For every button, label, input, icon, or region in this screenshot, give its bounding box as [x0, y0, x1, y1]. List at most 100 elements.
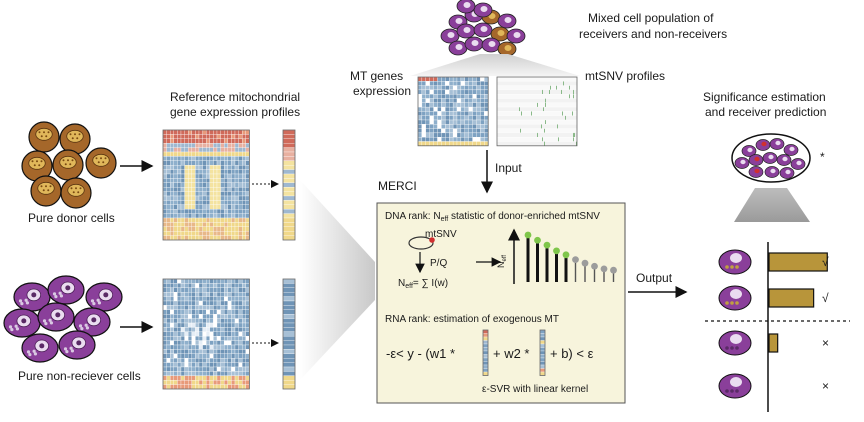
- merci-label: MERCI: [378, 179, 417, 193]
- dish-cell: [776, 154, 792, 166]
- output-label: Output: [636, 271, 673, 285]
- non-receiver-cell: [3, 308, 41, 338]
- neff-bar-dot: [572, 256, 579, 264]
- non-receiver-cells-cluster: [3, 275, 123, 363]
- mtsnv-dot: [429, 237, 435, 243]
- neff-formula: Neff= ∑ I(w): [398, 278, 448, 290]
- left-funnel: [300, 180, 375, 380]
- dish-cell: [779, 167, 795, 179]
- mt-genes-heatmap: [417, 76, 489, 147]
- input-label: Input: [495, 161, 522, 175]
- non-receiver-cell: [21, 333, 59, 363]
- neff-bar-dot: [591, 262, 598, 270]
- mtsnv-profiles-heatmap: [496, 76, 578, 147]
- neff-bar-dot: [543, 241, 551, 249]
- prediction-bar: [768, 288, 815, 308]
- formula-part3: + b) < ε: [550, 346, 594, 361]
- prediction-mark: √: [822, 291, 829, 305]
- non-receiver-cell: [85, 282, 123, 312]
- top-funnel: [410, 54, 580, 76]
- merci-box: [376, 202, 626, 404]
- non-receiver-cell: [37, 302, 75, 332]
- donor-cell: [21, 150, 53, 182]
- mixed-cell: [456, 0, 476, 14]
- dish-cell: [755, 139, 771, 151]
- nonreceiver-profile-vector: [282, 278, 296, 390]
- mixed-population-label-line1: Mixed cell population of: [588, 11, 714, 25]
- mtsnv-label: mtSNV: [425, 229, 457, 240]
- mixed-cell: [448, 40, 468, 56]
- mixed-cell-population: [440, 0, 526, 57]
- right-funnel: [734, 188, 810, 222]
- dish-cells: [734, 138, 806, 179]
- dish-asterisk: *: [820, 150, 825, 164]
- dish-cell: [790, 158, 806, 170]
- neff-bar-dot: [581, 259, 589, 267]
- dish-cell: [741, 145, 757, 157]
- non-receiver-cell: [58, 330, 96, 360]
- prediction-mark: ×: [822, 336, 829, 350]
- pq-label: P/Q: [430, 258, 447, 269]
- formula-part2: + w2 *: [493, 346, 530, 361]
- prediction-row: ×: [718, 330, 829, 356]
- donor-cell: [60, 177, 92, 209]
- mixed-cell: [440, 28, 460, 44]
- donor-cells-cluster: [21, 121, 117, 209]
- prediction-mark: √: [822, 255, 829, 269]
- dna-rank-title: DNA rank: Neff statistic of donor-enrich…: [385, 211, 600, 223]
- donor-reference-heatmap: [162, 129, 250, 241]
- neff-bar-dot: [610, 266, 617, 274]
- non-receiver-cell: [73, 307, 111, 337]
- donor-cell: [52, 149, 84, 181]
- significance-label-line1: Significance estimation: [703, 90, 826, 104]
- donor-cell: [30, 175, 62, 207]
- mixed-cell: [490, 26, 510, 42]
- neff-axis-label: Neff: [496, 255, 508, 268]
- mt-genes-label-line2: expression: [353, 84, 411, 98]
- prediction-bar: [768, 252, 828, 272]
- neff-bar-dot: [534, 236, 541, 244]
- dish-cell: [769, 138, 785, 150]
- rna-rank-title: RNA rank: estimation of exogenous MT: [385, 314, 559, 325]
- neff-bar-dot: [524, 231, 532, 239]
- donor-profile-vector: [282, 129, 296, 241]
- reference-label-line1: Reference mitochondrial: [170, 90, 300, 104]
- svr-label: ε-SVR with linear kernel: [482, 384, 588, 395]
- neff-bar-dot: [562, 251, 570, 259]
- dish-cell: [762, 152, 778, 164]
- prediction-row: ×: [718, 373, 829, 399]
- pure-donor-label: Pure donor cells: [28, 211, 115, 225]
- dish-cell: [734, 157, 750, 169]
- prediction-row: √: [718, 249, 829, 275]
- mixed-cell: [456, 23, 476, 39]
- pure-nonreceiver-label: Pure non-reciever cells: [18, 369, 141, 383]
- prediction-bar: [768, 333, 779, 353]
- prediction-mark: ×: [822, 379, 829, 393]
- nonreceiver-reference-heatmap: [162, 278, 250, 390]
- mixed-cell: [497, 13, 517, 29]
- rna-vector-2: [539, 329, 546, 376]
- neff-bar-dot: [600, 265, 608, 273]
- non-receiver-cell: [47, 275, 85, 305]
- mixed-cell: [464, 36, 484, 52]
- formula-part1: -ε< y - (w1 *: [386, 346, 455, 361]
- reference-label-line2: gene expression profiles: [170, 105, 300, 119]
- mixed-cell: [506, 28, 526, 44]
- dish-cell: [748, 154, 764, 166]
- donor-cell: [85, 147, 117, 179]
- prediction-rows: √ √ × ×: [718, 249, 829, 399]
- donor-cell: [28, 121, 60, 153]
- mixed-population-label-line2: receivers and non-receivers: [579, 27, 727, 41]
- mixed-cell: [497, 41, 517, 57]
- mtsnv-circle: [408, 236, 434, 250]
- mtsnv-profiles-label: mtSNV profiles: [585, 69, 665, 83]
- dish-cell: [748, 166, 764, 178]
- mixed-cell: [481, 37, 501, 53]
- significance-label-line2: and receiver prediction: [705, 105, 826, 119]
- neff-bar-chart: [524, 231, 617, 282]
- prediction-row: √: [718, 285, 829, 311]
- mixed-cell: [473, 2, 493, 18]
- dish-cell: [764, 166, 780, 178]
- mixed-cell: [473, 22, 493, 38]
- neff-bar-dot: [553, 247, 560, 255]
